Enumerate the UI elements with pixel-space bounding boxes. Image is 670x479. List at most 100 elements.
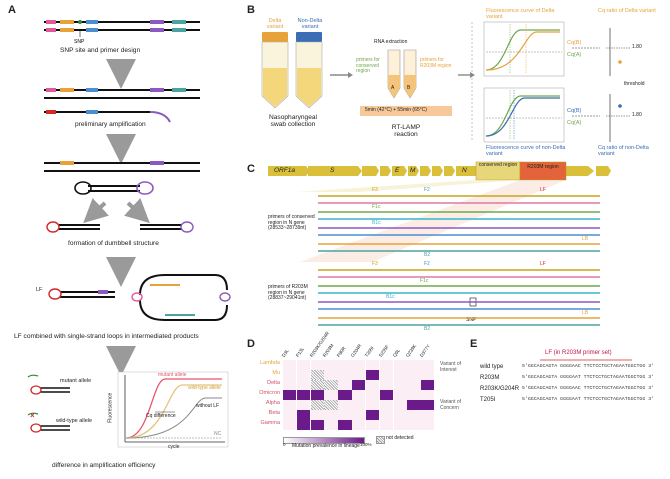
heatmap-cell [379, 370, 394, 380]
primer-b1c-c: B1c [372, 220, 381, 226]
gene-s: S [330, 167, 335, 174]
heatmap-cell [379, 390, 394, 400]
heatmap-cell [310, 380, 324, 390]
snp-marker-label: SNP [466, 317, 477, 323]
heatmap-cell [365, 410, 380, 420]
wildtype-allele-label: wild-type allele [56, 418, 93, 424]
svg-text:×: × [30, 411, 35, 420]
heatmap-cell [338, 410, 352, 420]
heatmap-cell [365, 380, 380, 390]
heatmap-cell [338, 360, 352, 370]
group-voc: Variant of Concern [440, 399, 462, 411]
row-label-lambda: Lambda [260, 360, 280, 366]
row-label-beta: Beta [268, 410, 280, 416]
cq-delta-title: Cq ratio of Delta variant [598, 8, 656, 14]
legend-title: Mutation prevalence in lineage [292, 443, 360, 449]
heatmap-cell [352, 420, 366, 430]
mutant-allele-label: mutant allele [60, 378, 92, 384]
heatmap-cell [310, 400, 324, 410]
primers-conserved-desc: primers of conserved region in N gene (2… [268, 214, 315, 231]
gene-e: E [395, 167, 400, 174]
fc-delta-title: Fluorescence curve of Delta variant [486, 8, 555, 21]
panel-letter-b: B [247, 4, 255, 16]
row-label-alpha: Alpha [265, 400, 280, 406]
step1-caption: SNP site and primer design [60, 47, 141, 54]
plot-nc-label: NC [214, 431, 222, 437]
heatmap-cell [365, 360, 380, 370]
heatmap-cell [379, 420, 394, 430]
heatmap-cell [296, 370, 311, 380]
heatmap-cell [283, 390, 297, 400]
variant-label: R203K/G204R [480, 386, 520, 392]
primer-f1c-c: F1c [372, 204, 381, 210]
heatmap-cell [352, 370, 366, 380]
swab-caption: Nasopharyngeal swab collection [268, 114, 318, 128]
step5-caption: difference in amplification efficiency [52, 462, 156, 469]
tube-a-label: A [391, 85, 395, 91]
delta-variant-label: Delta variant [266, 18, 284, 31]
heatmap-cell [338, 390, 352, 400]
heatmap-cell [338, 380, 352, 390]
heatmap-cell [352, 390, 366, 400]
heatmap-cell [393, 410, 407, 420]
panel-letter-d: D [247, 338, 255, 350]
heatmap-cell [283, 400, 297, 410]
mutation-heatmap [283, 360, 435, 430]
gene-m: M [410, 167, 416, 174]
heatmap-cell [310, 360, 324, 370]
heatmap-cell [324, 410, 338, 420]
heatmap-cell [283, 380, 297, 390]
primer-lb-c: LB [582, 236, 589, 242]
heatmap-cell [407, 400, 421, 410]
plot-without-label: without LF [196, 403, 220, 409]
heatmap-cell [421, 400, 435, 410]
heatmap-cell [379, 360, 394, 370]
variant-label: T205I [480, 397, 496, 403]
gene-n: N [462, 167, 467, 174]
step4-products [48, 274, 231, 321]
legend-gradient [283, 437, 365, 444]
heatmap-cell [421, 420, 435, 430]
tube-b-label: B [407, 85, 411, 91]
cqa-delta-label: Cq(A) [567, 52, 582, 58]
heatmap-cell [352, 380, 366, 390]
heatmap-cell [352, 400, 366, 410]
heatmap-cell [379, 380, 394, 390]
heatmap-cell [338, 370, 352, 380]
primer-f3-c: F3 [372, 187, 378, 193]
group-voi: Variant of Interest [440, 361, 462, 373]
primer-f3-r: F3 [372, 261, 378, 267]
heatmap-cell [407, 360, 421, 370]
heatmap-cell [393, 360, 407, 370]
row-label-gamma: Gamma [260, 420, 280, 426]
rtlamp-caption: RT-LAMP reaction [391, 124, 421, 138]
variant-sequence: 5'GGCAGCAGTA GGGGAAC TTCTCCTGCTAGAATGGCT… [522, 386, 655, 391]
heatmap-cell [296, 390, 311, 400]
primer-lb-r: LB [582, 310, 589, 316]
row-label-delta: Delta [267, 380, 280, 386]
heatmap-cell [352, 360, 366, 370]
heatmap-cell [352, 410, 366, 420]
variant-label: R203M [480, 375, 500, 381]
heatmap-cell [421, 370, 435, 380]
primer-b2-c: B2 [424, 252, 431, 258]
plot-x-label: cycle [168, 444, 180, 450]
heatmap-cell [393, 390, 407, 400]
variant-sequence: 5'GGCAGCAGTA GGGGAAT TTCTCCTGCTAGAATGGCT… [522, 397, 655, 402]
heatmap-cell [421, 390, 435, 400]
snp-label: SNP [74, 39, 85, 45]
heatmap-cell [393, 420, 407, 430]
plot-cq-label: Cq difference [146, 413, 176, 419]
heatmap-cell [421, 380, 435, 390]
primers-conserved-label: primers for conserved region [356, 57, 380, 74]
primer-b1c-r: B1c [386, 294, 395, 300]
value-180-nondelta: 1.80 [632, 112, 642, 118]
not-detected-swatch [376, 436, 385, 444]
lf-label: LF [36, 287, 43, 293]
heatmap-cell [393, 400, 407, 410]
